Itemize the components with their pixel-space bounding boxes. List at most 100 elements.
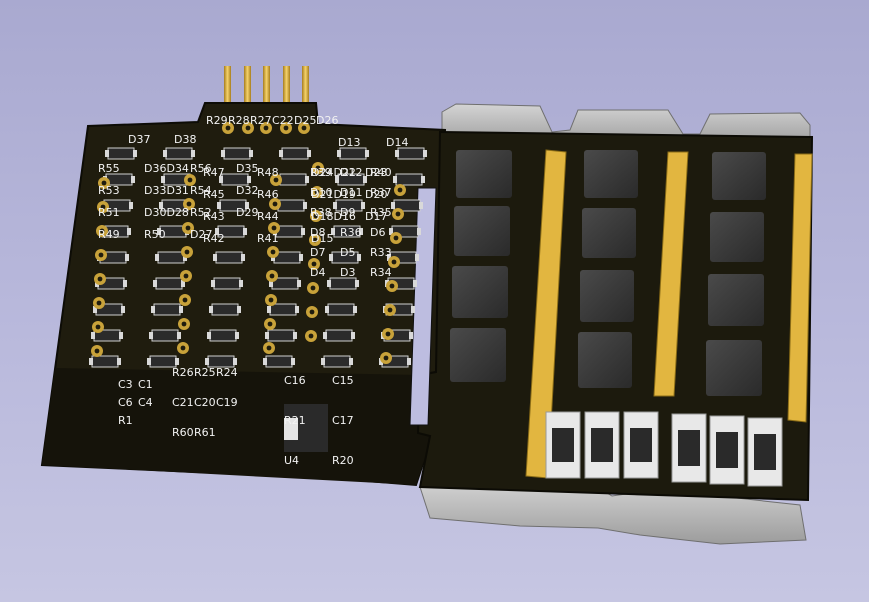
- silkscreen-label: R39: [310, 166, 332, 179]
- test-pad: [384, 304, 396, 316]
- silkscreen-label: D14: [386, 136, 408, 149]
- header-pad: [280, 122, 292, 134]
- silkscreen-label: D24D22: [311, 166, 356, 179]
- test-pad: [98, 177, 110, 189]
- silkscreen-label: R24: [216, 366, 238, 379]
- silkscreen-label: D25: [294, 114, 316, 127]
- silkscreen-label: C15: [332, 374, 354, 387]
- silkscreen-label: R53: [98, 184, 120, 197]
- silkscreen-label: D30D28: [144, 206, 189, 219]
- test-pad: [94, 273, 106, 285]
- silkscreen-label: C20: [194, 396, 216, 409]
- silkscreen-label: R36: [340, 226, 362, 239]
- smd-component: [323, 329, 355, 342]
- test-pad: [270, 174, 282, 186]
- smd-component: [163, 147, 195, 160]
- test-pad: [386, 280, 398, 292]
- silkscreen-label: R61: [194, 426, 216, 439]
- silkscreen-label: C17: [332, 414, 354, 427]
- test-pad: [177, 342, 189, 354]
- smd-component: [209, 303, 241, 316]
- silkscreen-label: R43: [203, 210, 225, 223]
- smd-component: [321, 355, 353, 368]
- smd-component: [147, 355, 179, 368]
- smd-component: [215, 225, 247, 238]
- test-pad: [265, 294, 277, 306]
- test-pad: [266, 270, 278, 282]
- test-pad: [263, 342, 275, 354]
- silkscreen-label: R28: [228, 114, 250, 127]
- silkscreen-label: D12: [340, 166, 362, 179]
- test-pad: [267, 246, 279, 258]
- silkscreen-label: R56: [190, 162, 212, 175]
- silkscreen-label: R34: [370, 266, 392, 279]
- smd-component: [269, 277, 301, 290]
- test-pad: [178, 318, 190, 330]
- silkscreen-label: D26: [316, 114, 338, 127]
- smd-component: [393, 173, 425, 186]
- silkscreen-label: R48: [257, 166, 279, 179]
- smd-component: [265, 329, 297, 342]
- silkscreen-label: R54: [190, 184, 212, 197]
- silkscreen-label: R33: [370, 246, 392, 259]
- u4-regulator: [284, 404, 328, 452]
- silkscreen-label: C3: [118, 378, 133, 391]
- smd-component: [327, 277, 359, 290]
- silkscreen-label: R49: [98, 228, 120, 241]
- smd-component: [205, 355, 237, 368]
- smd-component: [395, 147, 427, 160]
- power-diodes: [545, 411, 783, 487]
- smd-component: [325, 303, 357, 316]
- silkscreen-label: R35: [370, 206, 392, 219]
- smd-component: [331, 225, 363, 238]
- silkscreen-label: D21D19: [311, 188, 356, 201]
- test-pad: [181, 246, 193, 258]
- silkscreen-label: D33D31: [144, 184, 189, 197]
- control-board: [40, 102, 447, 487]
- silkscreen-label: D32: [236, 184, 258, 197]
- silkscreen-label: R51: [98, 206, 120, 219]
- smd-component: [389, 225, 421, 238]
- test-pad: [264, 318, 276, 330]
- silkscreen-label: R46: [257, 188, 279, 201]
- silkscreen-label: R21: [284, 414, 306, 427]
- silkscreen-label: C21: [172, 396, 194, 409]
- silkscreen-label: D7: [310, 246, 325, 259]
- silkscreen-label: C22: [272, 114, 294, 127]
- silkscreen-label: R50: [144, 228, 166, 241]
- silkscreen-label: R60: [172, 426, 194, 439]
- smd-component: [105, 147, 137, 160]
- header-pad: [260, 122, 272, 134]
- silkscreen-label: D18D16: [311, 210, 356, 223]
- test-pad: [182, 222, 194, 234]
- silkscreen-label: R26: [172, 366, 194, 379]
- test-pad: [380, 352, 392, 364]
- smd-component: [91, 329, 123, 342]
- silkscreen-label: R20: [332, 454, 354, 467]
- silkscreen-label: D27: [190, 228, 212, 241]
- silkscreen-label: R42: [203, 232, 225, 245]
- silkscreen-label: D6: [370, 226, 385, 239]
- silkscreen-label: C6: [118, 396, 133, 409]
- test-pad: [382, 328, 394, 340]
- silkscreen-label: D37: [128, 133, 150, 146]
- silkscreen-label: D8: [310, 226, 325, 239]
- smd-component: [93, 303, 125, 316]
- silkscreen-label: R1: [118, 414, 133, 427]
- silkscreen-label: C4: [138, 396, 153, 409]
- smd-component: [263, 355, 295, 368]
- silkscreen-label: D9: [340, 206, 355, 219]
- smd-component: [151, 303, 183, 316]
- silkscreen-label: R52: [190, 206, 212, 219]
- silkscreen-label: R25: [194, 366, 216, 379]
- smd-component: [207, 329, 239, 342]
- test-pad: [388, 256, 400, 268]
- test-pad: [92, 321, 104, 333]
- smd-component: [335, 173, 367, 186]
- silkscreen-label: D17: [365, 210, 387, 223]
- test-pad: [269, 198, 281, 210]
- smd-component: [387, 251, 419, 264]
- silkscreen-label: D20: [365, 188, 387, 201]
- header-pad: [222, 122, 234, 134]
